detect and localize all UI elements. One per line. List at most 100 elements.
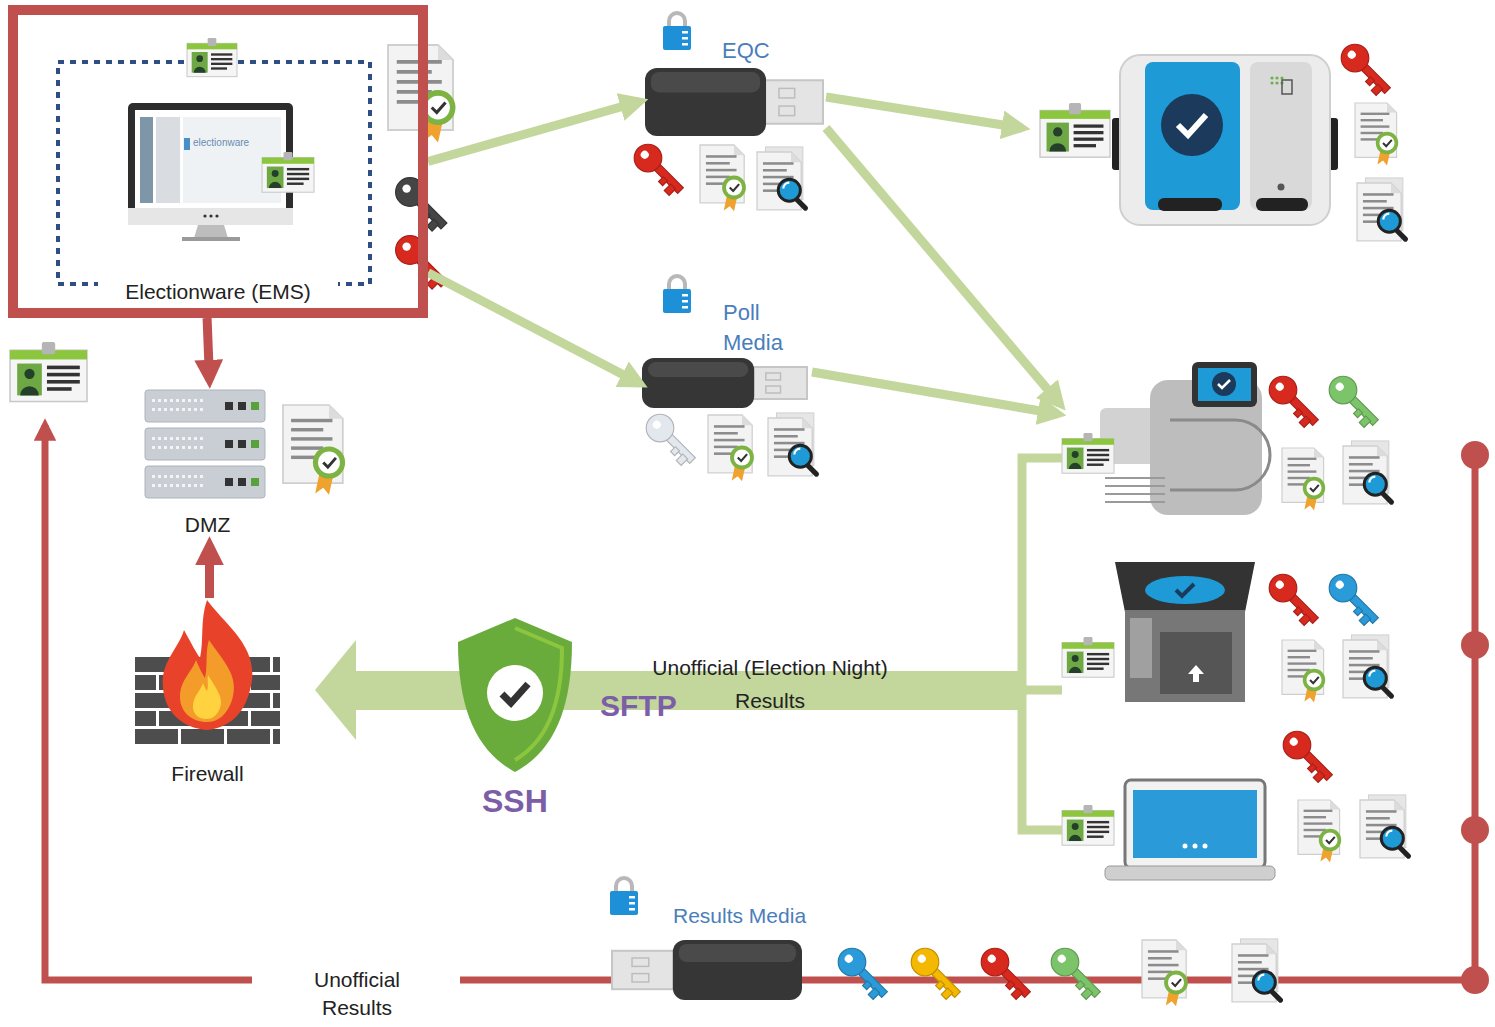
node-label: Firewall: [130, 761, 285, 787]
screen-panel: [156, 117, 180, 203]
badge-line: [1087, 464, 1104, 466]
key-tooth: [1366, 77, 1375, 86]
paper-line: [1288, 477, 1310, 479]
laptop-lid: [1125, 780, 1265, 868]
key-icon: [1263, 568, 1325, 630]
paper: [1360, 800, 1404, 858]
monitor-stand: [194, 225, 228, 238]
badge-clip: [1069, 103, 1081, 114]
key-head: [640, 408, 679, 447]
badge-card: [1062, 439, 1114, 474]
paper-line: [1304, 829, 1326, 831]
tabulator-side: [1130, 618, 1152, 678]
seal-check: [1326, 837, 1335, 843]
seal-check: [323, 458, 336, 467]
lock-icon: [663, 13, 691, 50]
server-light: [225, 402, 233, 410]
bmd-body: [1120, 55, 1330, 225]
usb-pin: [779, 88, 795, 98]
paper-line: [763, 162, 794, 165]
key-icon: [628, 138, 690, 200]
key-hole: [1274, 381, 1285, 392]
lock-icon: [610, 878, 638, 915]
paper-fold: [1391, 183, 1401, 193]
server-grille: [152, 475, 155, 478]
flow-arrow: [428, 273, 640, 384]
badge-clip: [1083, 433, 1092, 441]
key-head: [975, 942, 1014, 981]
badge-line: [1087, 663, 1109, 665]
green-arrow: [826, 97, 1022, 128]
shield: [458, 618, 572, 772]
key-tooth: [1299, 614, 1310, 625]
badge-line: [1087, 658, 1109, 660]
key-icon: [832, 942, 894, 1004]
badge-line: [1087, 668, 1104, 670]
touch-icon: [1282, 80, 1292, 94]
inspect-doc-icon: [1343, 441, 1391, 504]
seal: [1303, 477, 1325, 499]
paper-line: [763, 169, 787, 172]
inspect-doc-icon: [757, 147, 805, 210]
paper-line: [774, 428, 805, 431]
usb-shine: [651, 72, 760, 92]
server-light: [225, 478, 233, 486]
paper-line: [1304, 822, 1333, 824]
key-tooth: [1011, 988, 1022, 999]
key-body: [1323, 370, 1385, 432]
paper: [1355, 103, 1397, 157]
magnifier-lens: [778, 179, 800, 201]
bmd-slot: [1256, 198, 1308, 211]
paper-fold: [329, 405, 343, 419]
tabulator-screen: [1145, 576, 1225, 604]
server-unit: [145, 428, 265, 460]
server-grille: [188, 437, 191, 440]
key-head: [1263, 370, 1302, 409]
badge-head: [1072, 655, 1079, 662]
server-grille: [200, 475, 203, 478]
badge-card: [1062, 811, 1114, 846]
paper-fold: [1176, 940, 1186, 950]
paper-line: [291, 437, 332, 440]
magnifier-lens: [1364, 667, 1386, 689]
seal-inner: [1168, 974, 1184, 990]
paper-line: [291, 428, 323, 431]
server-grille: [158, 484, 161, 487]
seal-inner: [1306, 480, 1321, 495]
badge-line: [47, 387, 72, 391]
server-grille: [182, 484, 185, 487]
badge-line: [1087, 459, 1109, 461]
node-box: Firewall: [130, 598, 289, 791]
paper-line: [1349, 456, 1380, 459]
lock-body: [663, 289, 691, 313]
lens-shine: [794, 449, 800, 455]
badge-photo: [1067, 448, 1084, 469]
lock-body: [663, 26, 691, 50]
brick: [251, 711, 280, 726]
paper-line: [706, 176, 730, 179]
laptop-screen: [1133, 790, 1257, 858]
key-hole: [916, 953, 927, 964]
panel-dot: [1280, 76, 1283, 79]
seal: [722, 176, 746, 200]
key-hole: [1334, 579, 1345, 590]
key-icon: [1323, 568, 1385, 630]
certificate-icon: [708, 415, 754, 481]
usb-shine: [648, 362, 748, 377]
seal-inner: [426, 96, 450, 120]
paper-fold: [791, 152, 801, 162]
paper-fold: [1387, 103, 1397, 113]
key-tooth: [1006, 981, 1015, 990]
badge-shoulders: [20, 386, 38, 395]
brick: [273, 729, 280, 744]
key-hole: [843, 953, 854, 964]
paper-line: [706, 155, 737, 158]
bus-dot: [1461, 441, 1489, 469]
panel-dot: [1270, 81, 1273, 84]
key-body: [905, 942, 967, 1004]
check-mark: [502, 684, 528, 703]
badge-line: [1087, 454, 1109, 456]
server-light: [225, 440, 233, 448]
magnifier-lens: [1381, 827, 1403, 849]
